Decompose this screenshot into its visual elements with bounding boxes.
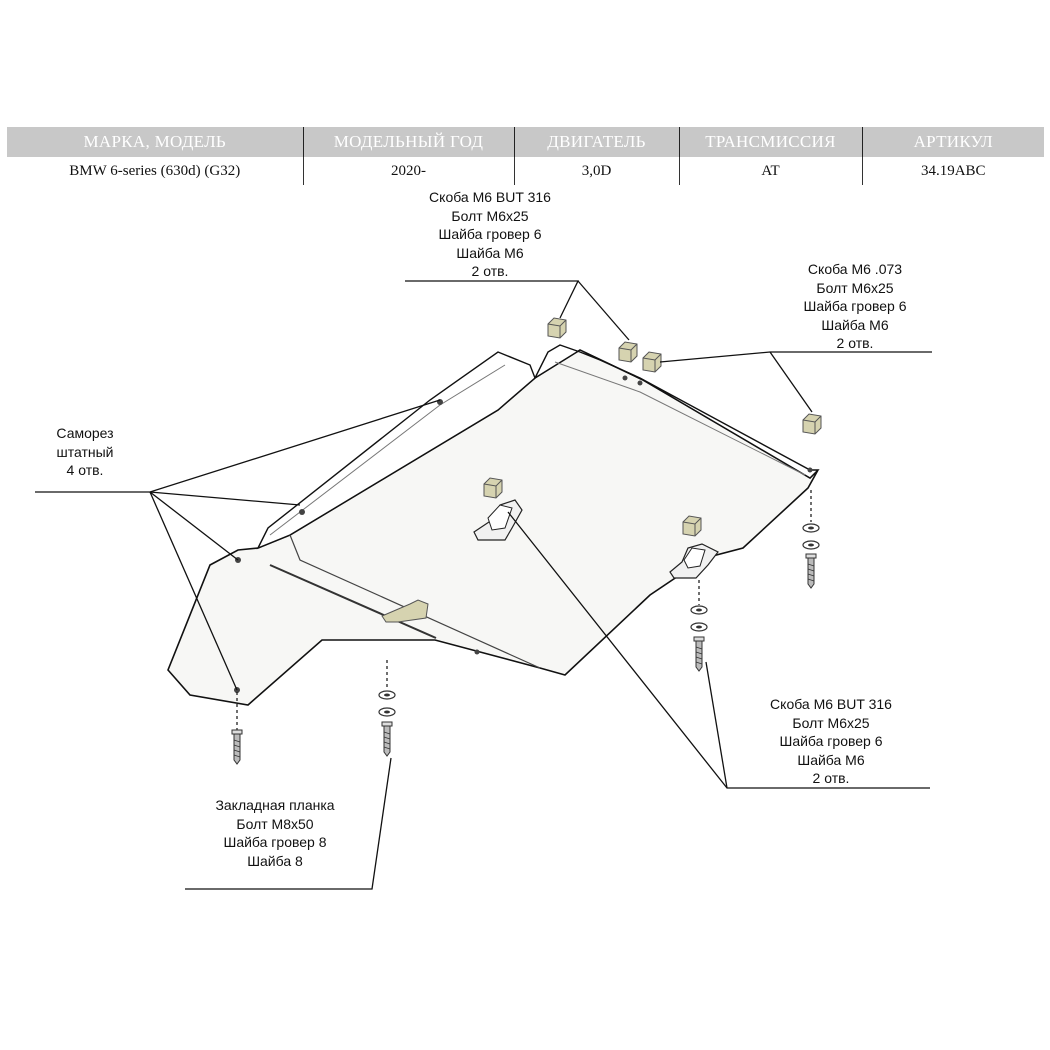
bracket-top-1 bbox=[547, 317, 567, 339]
clamp-right bbox=[669, 543, 719, 579]
callout-line: Скоба М6 .073 bbox=[807, 261, 903, 277]
callout-line: Скоба М6 BUT 316 bbox=[429, 189, 551, 205]
header-model-year: МОДЕЛЬНЫЙ ГОД bbox=[302, 127, 514, 157]
insert-plate-bracket bbox=[381, 599, 429, 623]
spec-data-row: BMW 6-series (630d) (G32) 2020- 3,0D AT … bbox=[7, 157, 1044, 185]
callout-line: Шайба М6 bbox=[456, 244, 524, 261]
bracket-center bbox=[483, 477, 503, 499]
header-article: АРТИКУЛ bbox=[861, 127, 1044, 157]
bolt-center-right bbox=[690, 580, 708, 672]
callout-line: 2 отв. bbox=[836, 335, 874, 351]
clamp-center bbox=[473, 499, 523, 541]
header-brand-model: МАРКА, МОДЕЛЬ bbox=[7, 127, 303, 157]
callout-line: Закладная планка bbox=[215, 797, 335, 813]
bracket-top-3 bbox=[642, 351, 662, 373]
callout-left: Саморез штатный 4 отв. bbox=[35, 424, 135, 480]
callout-line: Скоба М6 BUT 316 bbox=[770, 696, 892, 712]
callout-top-right: Скоба М6 .073 Болт М6х25 Шайба гровер 6 … bbox=[780, 260, 930, 353]
callout-line: Шайба М6 bbox=[821, 316, 889, 333]
cell-engine: 3,0D bbox=[513, 157, 679, 185]
callout-line: Болт М6х25 bbox=[816, 279, 894, 296]
callout-line: 2 отв. bbox=[471, 263, 509, 279]
bolt-right bbox=[802, 490, 820, 589]
callout-line: Болт М6х25 bbox=[451, 207, 529, 224]
callout-line: штатный bbox=[56, 443, 114, 460]
callout-line: 2 отв. bbox=[812, 770, 850, 786]
callout-line: Саморез bbox=[56, 425, 114, 441]
spec-table: МАРКА, МОДЕЛЬ МОДЕЛЬНЫЙ ГОД ДВИГАТЕЛЬ ТР… bbox=[7, 127, 1044, 185]
header-engine: ДВИГАТЕЛЬ bbox=[513, 127, 679, 157]
callout-top-center: Скоба М6 BUT 316 Болт М6х25 Шайба гровер… bbox=[405, 188, 575, 281]
callout-line: Болт М6х25 bbox=[792, 714, 870, 731]
callout-line: Шайба гровер 6 bbox=[803, 298, 907, 314]
bolt-bottom-center bbox=[378, 660, 396, 757]
callout-line: Болт М8х50 bbox=[236, 815, 314, 832]
callout-line: Шайба 8 bbox=[247, 852, 303, 869]
cell-model-year: 2020- bbox=[302, 157, 514, 185]
bracket-right bbox=[802, 413, 822, 435]
callout-line: Шайба М6 bbox=[797, 751, 865, 768]
spec-header-row: МАРКА, МОДЕЛЬ МОДЕЛЬНЫЙ ГОД ДВИГАТЕЛЬ ТР… bbox=[7, 127, 1044, 157]
cell-article: 34.19ABC bbox=[861, 157, 1044, 185]
cell-brand-model: BMW 6-series (630d) (G32) bbox=[69, 162, 241, 179]
bracket-right-center bbox=[682, 515, 702, 537]
callout-bottom-left: Закладная планка Болт М8х50 Шайба гровер… bbox=[200, 796, 350, 870]
callout-line: 4 отв. bbox=[66, 462, 104, 478]
callout-line: Шайба гровер 6 bbox=[779, 733, 883, 749]
bracket-top-2 bbox=[618, 341, 638, 363]
leader-lines bbox=[35, 280, 932, 890]
callout-line: Шайба гровер 8 bbox=[223, 834, 327, 850]
callout-line: Шайба гровер 6 bbox=[438, 226, 542, 242]
bolt-left bbox=[231, 692, 243, 765]
cell-transmission: AT bbox=[678, 157, 862, 185]
callout-bottom-right: Скоба М6 BUT 316 Болт М6х25 Шайба гровер… bbox=[756, 695, 906, 788]
header-transmission: ТРАНСМИССИЯ bbox=[678, 127, 862, 157]
